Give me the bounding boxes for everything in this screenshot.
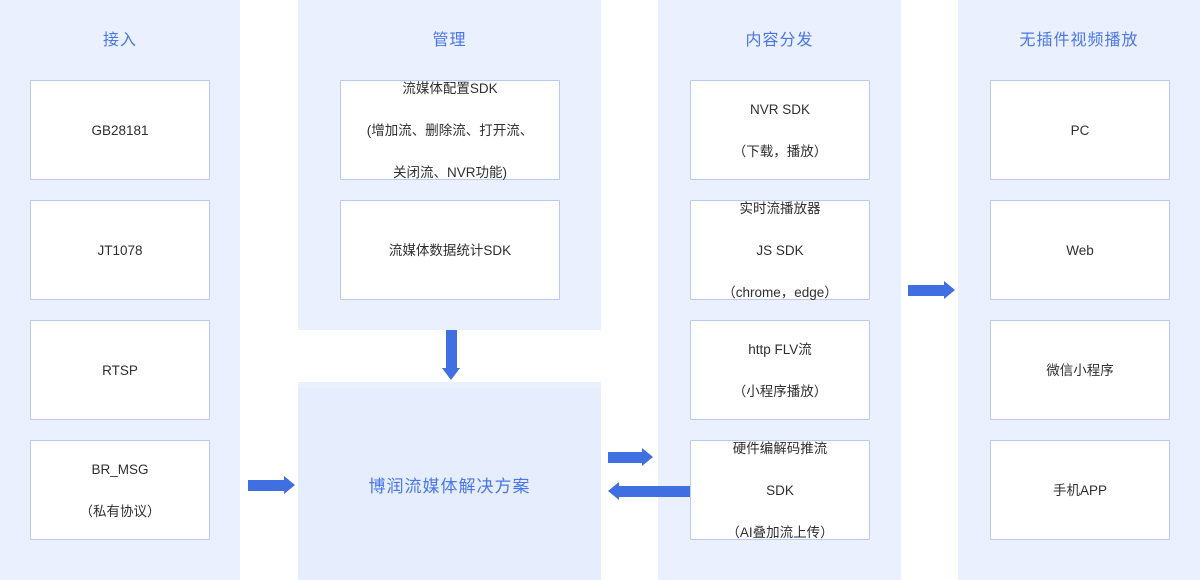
box-web[interactable]: Web [990, 200, 1170, 300]
column-title-playback: 无插件视频播放 [1019, 32, 1139, 49]
column-title-distribution: 内容分发 [745, 32, 814, 49]
box-line: 手机APP [1052, 482, 1107, 498]
box-wechat-miniprogram[interactable]: 微信小程序 [990, 320, 1170, 420]
arrow-access-to-solution [248, 476, 298, 494]
box-line: SDK [766, 482, 794, 498]
box-br-msg[interactable]: BR_MSG （私有协议） [30, 440, 210, 540]
box-line: 实时流播放器 [739, 200, 821, 216]
box-hardware-codec-push-sdk[interactable]: 硬件编解码推流 SDK （AI叠加流上传） [690, 440, 870, 540]
box-http-flv[interactable]: http FLV流 （小程序播放） [690, 320, 870, 420]
box-line: 微信小程序 [1046, 362, 1114, 378]
box-line: （chrome，edge） [722, 284, 838, 300]
box-line: JS SDK [756, 242, 804, 258]
box-pc[interactable]: PC [990, 80, 1170, 180]
box-line: 流媒体配置SDK [402, 80, 498, 96]
box-gb28181[interactable]: GB28181 [30, 80, 210, 180]
box-mobile-app[interactable]: 手机APP [990, 440, 1170, 540]
box-line: JT1078 [97, 242, 143, 258]
box-line: 流媒体数据统计SDK [388, 242, 512, 258]
box-stream-config-sdk[interactable]: 流媒体配置SDK (增加流、删除流、打开流、 关闭流、NVR功能) [340, 80, 560, 180]
box-line: 关闭流、NVR功能) [393, 164, 507, 180]
arrow-solution-to-distribution [608, 448, 656, 466]
solution-panel: 博润流媒体解决方案 [298, 388, 601, 580]
box-realtime-js-sdk[interactable]: 实时流播放器 JS SDK （chrome，edge） [690, 200, 870, 300]
box-line: 硬件编解码推流 [732, 440, 828, 456]
box-line: （AI叠加流上传） [726, 524, 834, 540]
box-line: PC [1070, 122, 1090, 138]
box-stream-stats-sdk[interactable]: 流媒体数据统计SDK [340, 200, 560, 300]
box-line: （私有协议） [79, 503, 161, 519]
box-line: (增加流、删除流、打开流、 [366, 122, 534, 138]
column-title-manage: 管理 [432, 32, 467, 49]
box-line: http FLV流 [748, 341, 812, 357]
box-jt1078[interactable]: JT1078 [30, 200, 210, 300]
solution-label: 博润流媒体解决方案 [368, 476, 531, 496]
column-title-access: 接入 [102, 32, 137, 49]
box-line: （下载，播放） [732, 143, 828, 159]
box-line: GB28181 [91, 122, 149, 138]
arrow-distribution-to-playback [908, 281, 958, 299]
box-line: Web [1066, 242, 1094, 258]
box-line: BR_MSG [91, 461, 149, 477]
box-nvr-sdk[interactable]: NVR SDK （下载，播放） [690, 80, 870, 180]
box-rtsp[interactable]: RTSP [30, 320, 210, 420]
box-line: NVR SDK [749, 101, 810, 117]
box-line: （小程序播放） [732, 383, 828, 399]
arrow-distribution-to-solution [608, 482, 690, 500]
arrow-manage-to-solution [441, 330, 461, 382]
box-line: RTSP [102, 362, 138, 378]
